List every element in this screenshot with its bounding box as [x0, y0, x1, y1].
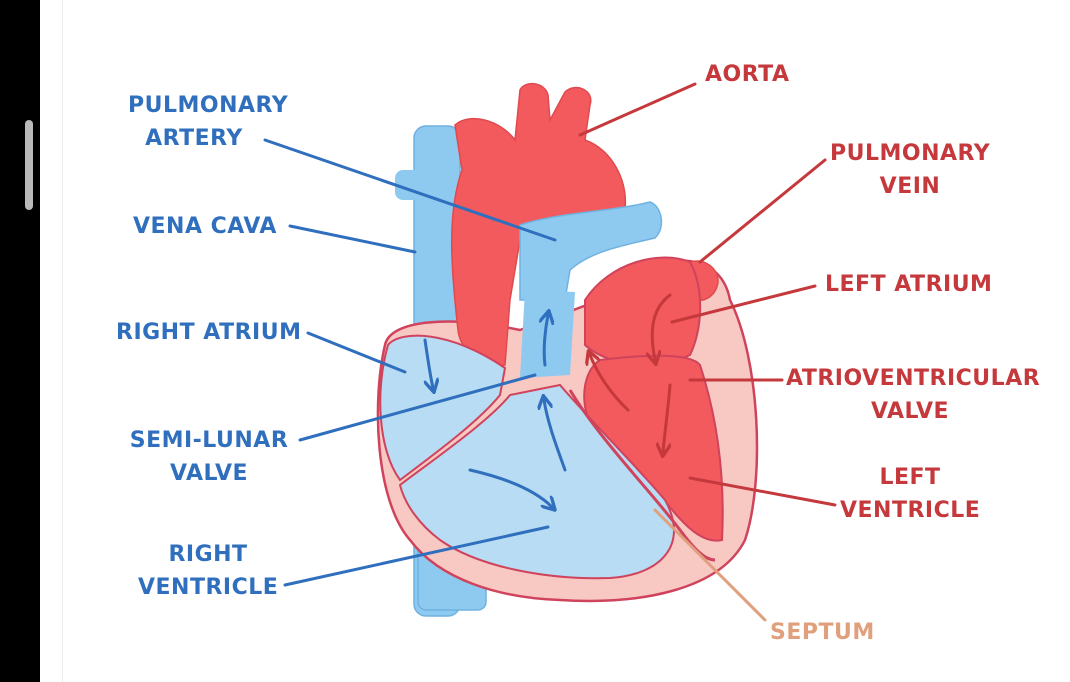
left-atrium-shape	[584, 256, 702, 366]
blood-flow-arrows-blue	[423, 315, 567, 507]
septum-shape	[568, 389, 716, 562]
leader-left-atrium	[670, 284, 817, 324]
label-pulmonary-vein: PULMONARY VEIN	[830, 141, 991, 199]
pulmonary-artery-shape	[519, 201, 663, 378]
right-ventricle-shape	[398, 383, 675, 580]
content-border	[62, 0, 63, 682]
leader-left-ventricle	[688, 476, 837, 507]
leader-semi-lunar-valve	[298, 373, 537, 442]
leader-right-ventricle	[283, 525, 550, 587]
aorta-shape	[450, 83, 627, 366]
leader-pulmonary-vein	[698, 158, 827, 264]
leader-pulmonary-artery	[263, 138, 557, 242]
leader-right-atrium	[306, 331, 407, 374]
label-aorta: AORTA	[705, 62, 790, 87]
label-left-atrium: LEFT ATRIUM	[825, 272, 993, 297]
label-atrioventricular-valve: ATRIOVENTRICULAR VALVE	[786, 366, 1041, 424]
label-septum: SEPTUM	[770, 620, 875, 645]
label-left-ventricle: LEFT VENTRICLE	[840, 465, 981, 523]
label-vena-cava: VENA CAVA	[133, 214, 277, 239]
leader-vena-cava	[288, 224, 417, 254]
blood-flow-arrows-red	[590, 293, 672, 452]
label-semi-lunar-valve: SEMI-LUNAR VALVE	[129, 428, 289, 486]
label-right-ventricle: RIGHT VENTRICLE	[138, 542, 279, 600]
window-edge-bar	[0, 0, 40, 682]
leader-lines	[263, 82, 837, 622]
label-pulmonary-artery: PULMONARY ARTERY	[128, 93, 289, 151]
leader-septum	[653, 508, 767, 622]
label-right-atrium: RIGHT ATRIUM	[116, 320, 302, 345]
scrollbar-thumb[interactable]	[25, 120, 33, 210]
leader-aorta	[578, 82, 697, 137]
